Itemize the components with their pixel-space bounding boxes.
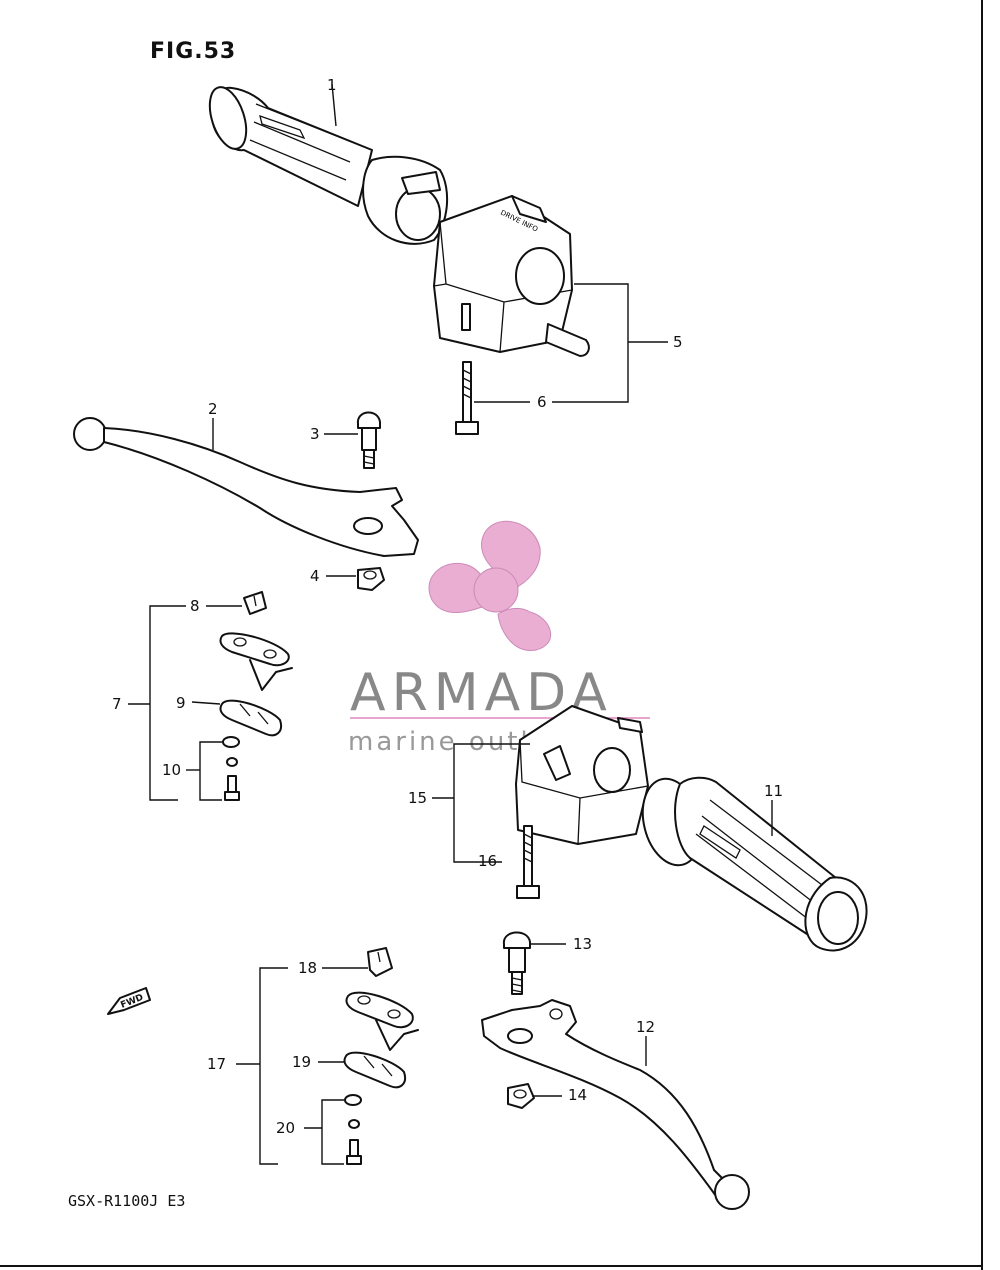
part-2-clutch-lever [73, 417, 419, 557]
fwd-arrow-icon: FWD [107, 987, 151, 1015]
part-10-screw-set [222, 736, 240, 801]
model-code: GSX-R1100J E3 [68, 1192, 185, 1210]
part-9-switch-base [219, 699, 282, 737]
part-8-switch-button [243, 591, 267, 615]
callout-7: 7 [112, 695, 122, 713]
callout-18: 18 [298, 959, 317, 977]
callout-19: 19 [292, 1053, 311, 1071]
callout-4: 4 [310, 567, 320, 585]
callout-12: 12 [636, 1018, 655, 1036]
part-6-screw [455, 361, 479, 435]
part-12-brake-lever [481, 999, 750, 1210]
part-14-nut [507, 1083, 535, 1109]
armada-logo [428, 520, 552, 651]
callout-5: 5 [673, 333, 683, 351]
callout-1: 1 [327, 76, 337, 94]
callout-6: 6 [537, 393, 547, 411]
callout-14: 14 [568, 1086, 587, 1104]
part-17-switch-plate [345, 991, 419, 1051]
part-18-switch-button [367, 947, 393, 977]
callout-11: 11 [764, 782, 783, 800]
part-3-pivot-bolt [356, 411, 381, 469]
callout-2: 2 [208, 400, 218, 418]
part-13-pivot-bolt [502, 931, 531, 995]
part-5-left-switch: DRIVE INFO [433, 195, 590, 357]
callout-17: 17 [207, 1055, 226, 1073]
part-19-switch-base [343, 1051, 406, 1089]
part-4-nut [357, 567, 385, 591]
callout-13: 13 [573, 935, 592, 953]
part-15-right-switch [515, 705, 649, 845]
part-20-screw-set [344, 1094, 362, 1165]
figure-title: FIG.53 [150, 39, 236, 64]
part-16-screw [516, 825, 540, 899]
part-1-left-grip [208, 86, 449, 245]
callout-10: 10 [162, 761, 181, 779]
callout-8: 8 [190, 597, 200, 615]
fwd-label: FWD [119, 993, 145, 1011]
callout-9: 9 [176, 694, 186, 712]
callout-16: 16 [478, 852, 497, 870]
callout-20: 20 [276, 1119, 295, 1137]
part-11-right-grip [641, 776, 868, 952]
callout-3: 3 [310, 425, 320, 443]
part-7-switch-plate [219, 632, 293, 691]
callout-15: 15 [408, 789, 427, 807]
